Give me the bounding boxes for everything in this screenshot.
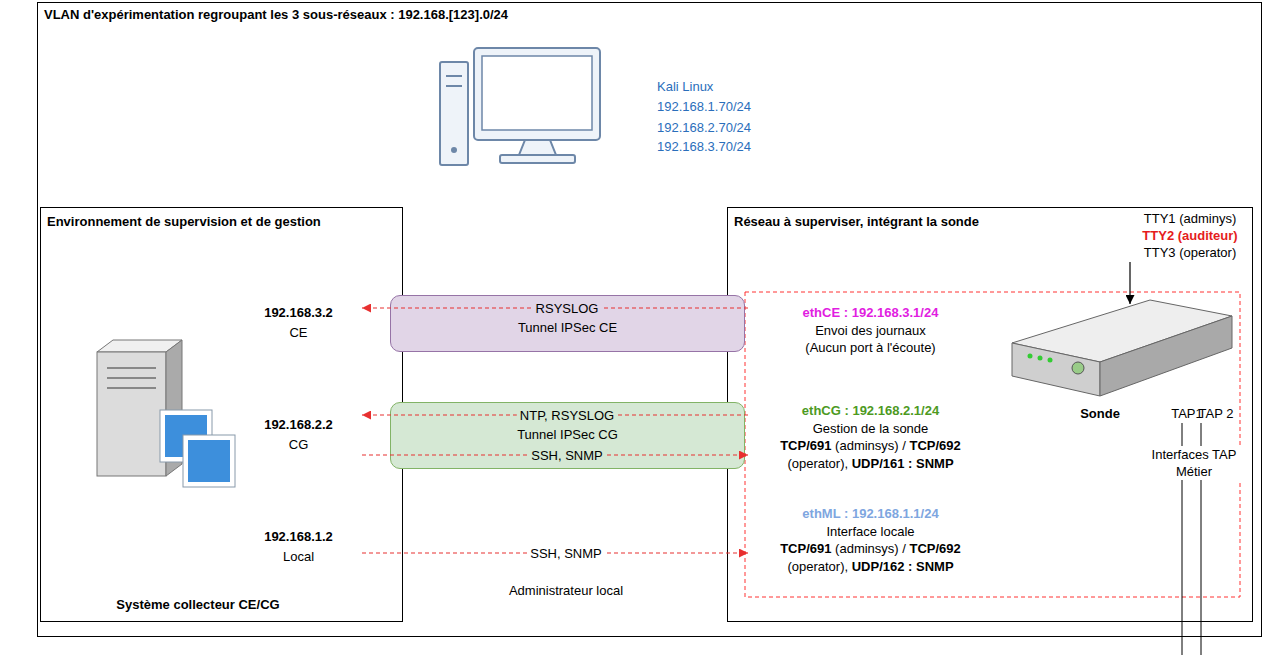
annotation-label: Sonde bbox=[1080, 406, 1120, 421]
monitor-stand bbox=[519, 140, 556, 155]
text-run: TCP/692 bbox=[910, 438, 961, 453]
annotation-label: 192.168.2.70/24 bbox=[657, 120, 751, 135]
server-slot bbox=[107, 367, 156, 369]
node-text: TCP/691 (adminsys) / TCP/692 (operator),… bbox=[758, 437, 983, 472]
text-run: UDP/162 : SNMP bbox=[852, 559, 954, 574]
power-button bbox=[451, 147, 457, 153]
node-text: CG bbox=[237, 435, 360, 455]
device-led bbox=[1038, 356, 1043, 361]
node-text: (Aucun port à l'écoute) bbox=[752, 339, 989, 357]
monitor-base bbox=[500, 155, 575, 163]
annotation-label: Kali Linux bbox=[657, 79, 713, 94]
interface-block: ethML : 192.168.1.1/24Interface localeTC… bbox=[748, 505, 993, 575]
annotation-label: TAP 2 bbox=[1199, 406, 1234, 421]
node-text: 192.168.1.2 bbox=[237, 527, 360, 547]
monitor-screen bbox=[482, 56, 592, 130]
computer-tower bbox=[440, 62, 468, 165]
text-run: (adminsys) / bbox=[831, 438, 909, 453]
vlan-frame: VLAN d'expérimentation regroupant les 3 … bbox=[37, 2, 1262, 637]
zone-frame: Environnement de supervision et de gesti… bbox=[40, 207, 403, 622]
device-front bbox=[1012, 343, 1100, 396]
device-side bbox=[1100, 316, 1232, 396]
annotation-label: 192.168.3.70/24 bbox=[657, 139, 751, 154]
edge-label: RSYSLOG bbox=[533, 301, 602, 316]
annotation-label: TTY1 (adminys) bbox=[1144, 211, 1236, 226]
address-block: 192.168.3.2CE bbox=[235, 303, 362, 343]
interface-block: ethCE : 192.168.3.1/24Envoi des journaux… bbox=[748, 304, 993, 357]
window-panel-fill bbox=[188, 440, 230, 482]
annotation-label: 192.168.1.70/24 bbox=[657, 99, 751, 114]
drive-slot bbox=[446, 85, 462, 87]
server-slot bbox=[107, 387, 156, 389]
server-front bbox=[97, 352, 166, 476]
interface-block: ethCG : 192.168.2.1/24Gestion de la sond… bbox=[748, 402, 993, 472]
node-text: Environnement de supervision et de gesti… bbox=[47, 214, 396, 229]
node-text: Local bbox=[237, 547, 360, 567]
node-text: 192.168.2.2 bbox=[237, 415, 360, 435]
device-button bbox=[1072, 362, 1084, 374]
node-text: Réseau à superviser, intégrant la sonde bbox=[734, 214, 1246, 229]
text-run: (adminsys) / bbox=[831, 541, 909, 556]
node-text: Envoi des journaux bbox=[752, 322, 989, 340]
node-text: Tunnel IPSec CE bbox=[395, 320, 740, 335]
address-block: 192.168.2.2CG bbox=[235, 415, 362, 455]
edge-label: NTP, RSYSLOG bbox=[517, 408, 617, 423]
node-text: CE bbox=[237, 323, 360, 343]
probe-device bbox=[1012, 300, 1232, 396]
node-text: 192.168.3.2 bbox=[237, 303, 360, 323]
server-slot bbox=[107, 377, 156, 379]
text-run: TCP/691 bbox=[780, 541, 831, 556]
annotation-label: Administrateur local bbox=[509, 583, 623, 598]
edge-label: SSH, SNMP bbox=[527, 546, 605, 561]
annotation-label: Système collecteur CE/CG bbox=[116, 597, 279, 612]
text-run: TCP/692 bbox=[910, 541, 961, 556]
computer-icon bbox=[440, 48, 600, 165]
annotation-label: TTY2 (auditeur) bbox=[1142, 228, 1237, 243]
node-text: ethCG : 192.168.2.1/24 bbox=[752, 402, 989, 420]
text-run: TCP/691 bbox=[780, 438, 831, 453]
node-text: Interface locale bbox=[752, 523, 989, 541]
node-text: TCP/691 (adminsys) / TCP/692 (operator),… bbox=[758, 540, 983, 575]
edge-label: SSH, SNMP bbox=[528, 448, 606, 463]
monitor bbox=[474, 48, 600, 140]
annotation-label: Interfaces TAP Métier bbox=[1144, 446, 1244, 480]
console-arrow bbox=[1129, 262, 1130, 304]
node-text: ethML : 192.168.1.1/24 bbox=[752, 505, 989, 523]
server-icon bbox=[97, 340, 235, 487]
node-text: Tunnel IPSec CG bbox=[395, 427, 740, 442]
annotation-label: TAP1 bbox=[1171, 406, 1203, 421]
probe-zone bbox=[745, 292, 1240, 597]
window-panel bbox=[183, 435, 235, 487]
text-run: UDP/161 : SNMP bbox=[852, 456, 954, 471]
text-run: (operator), bbox=[787, 559, 851, 574]
node-text: ethCE : 192.168.3.1/24 bbox=[752, 304, 989, 322]
address-block: 192.168.1.2Local bbox=[235, 527, 362, 567]
text-run: (operator), bbox=[787, 456, 851, 471]
drive-slot bbox=[446, 75, 462, 77]
device-led bbox=[1048, 358, 1053, 363]
node-text: VLAN d'expérimentation regroupant les 3 … bbox=[44, 7, 1255, 22]
device-led bbox=[1028, 354, 1033, 359]
node-text: Gestion de la sonde bbox=[752, 420, 989, 438]
annotation-label: TTY3 (operator) bbox=[1144, 245, 1236, 260]
